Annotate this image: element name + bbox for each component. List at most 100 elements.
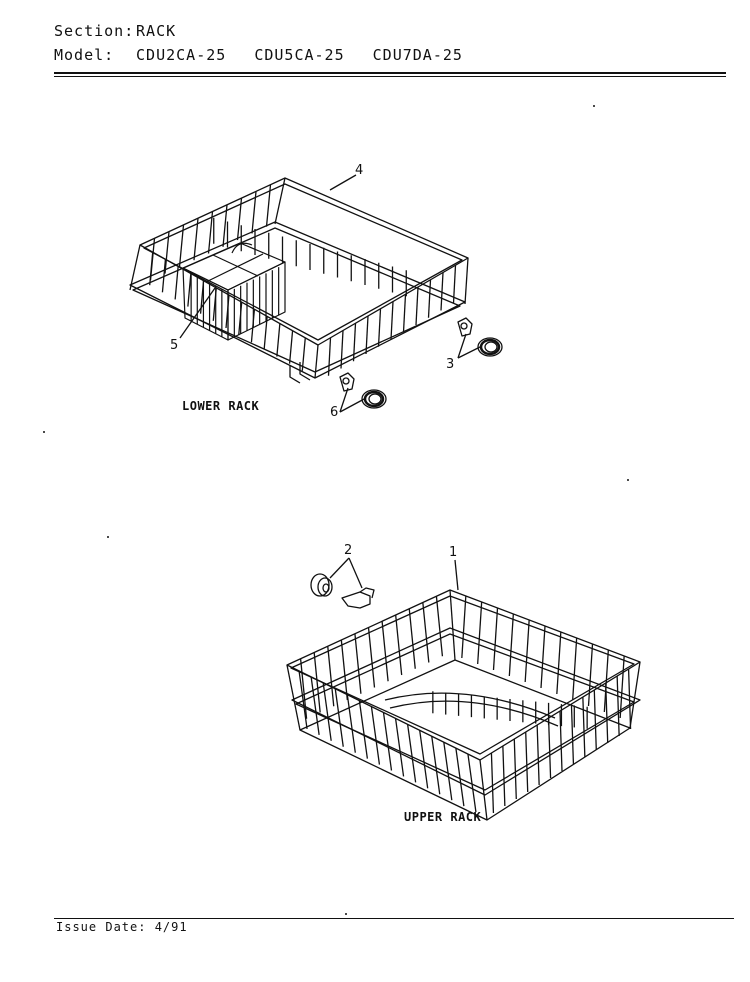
rack-wire — [408, 608, 416, 669]
rack-wire — [570, 703, 575, 765]
rack-wire — [452, 265, 457, 304]
rack-wire — [540, 625, 546, 689]
part-2-adjuster-illustration — [310, 573, 375, 609]
rack-wire — [367, 627, 376, 688]
section-value: RACK — [136, 22, 177, 40]
rack-wire — [435, 596, 444, 657]
rack-wire — [556, 631, 562, 695]
rack-wire — [276, 323, 281, 357]
section-row: Section: RACK — [54, 22, 176, 40]
rack-wire — [427, 279, 432, 318]
callout-1: 1 — [449, 545, 458, 560]
model-number: CDU5CA-25 — [254, 46, 345, 64]
model-number: CDU2CA-25 — [136, 46, 227, 64]
rack-wire — [327, 337, 332, 376]
rack-wire — [382, 712, 393, 771]
rack-wire — [443, 742, 453, 801]
upper-rack-caption: UPPER RACK — [404, 810, 482, 824]
callout-5: 5 — [170, 338, 179, 353]
rack-wire — [193, 218, 199, 261]
rack-wire — [301, 337, 306, 371]
header-rule — [54, 72, 726, 74]
rack-wire — [603, 649, 609, 713]
rack-wire — [422, 602, 430, 663]
rack-wire — [619, 655, 625, 719]
rack-wire — [310, 676, 320, 735]
rack-wire — [394, 718, 405, 777]
rack-wire — [265, 184, 272, 227]
rack-wire — [477, 601, 483, 665]
rack-wire — [358, 700, 369, 759]
callout-6: 6 — [330, 405, 339, 420]
rack-wire — [582, 696, 586, 758]
rack-wire — [440, 272, 444, 311]
model-row: Model: CDU2CA-25 CDU5CA-25 CDU7DA-25 — [54, 46, 481, 64]
rack-wire — [251, 191, 257, 234]
rack-wire — [299, 658, 308, 719]
rack-wire — [419, 730, 429, 789]
lower-rack-illustration — [129, 177, 469, 384]
model-label: Model: — [54, 46, 115, 64]
rack-wire — [616, 675, 620, 737]
rack-wire — [461, 595, 467, 659]
rack-wire — [525, 731, 529, 793]
rack-wire — [490, 752, 495, 814]
rack-wire — [406, 724, 417, 783]
lower-rack-caption: LOWER RACK — [182, 399, 260, 413]
rack-wire — [370, 706, 381, 765]
rack-wire — [178, 224, 185, 267]
rack-wire — [164, 231, 170, 274]
rack-wire — [395, 614, 403, 676]
rack-wire — [572, 637, 578, 701]
rack-wire — [222, 204, 228, 247]
section-label: Section: — [54, 22, 135, 40]
header-rule — [54, 76, 726, 77]
rack-wire — [207, 211, 214, 254]
rack-wire — [390, 301, 394, 340]
rack-wire — [352, 323, 357, 362]
rack-wire — [334, 688, 344, 747]
rack-wire — [627, 668, 632, 730]
callout-3: 3 — [446, 357, 455, 372]
callout-2: 2 — [344, 543, 353, 558]
rack-wire — [492, 607, 499, 671]
rack-wire — [340, 330, 344, 369]
rack-wire — [187, 273, 192, 307]
rack-wire — [402, 294, 407, 333]
rack-wire — [524, 619, 530, 683]
rack-wire — [377, 308, 382, 347]
rack-wire — [415, 286, 419, 326]
rack-wire — [149, 238, 156, 281]
rack-wire — [354, 633, 362, 694]
rack-wire — [236, 198, 243, 241]
rack-wire — [508, 613, 514, 677]
rack-wire — [467, 753, 477, 813]
rack-wire — [502, 745, 506, 807]
rack-wire — [288, 330, 294, 364]
footer-rule — [54, 918, 734, 919]
rack-wire — [346, 694, 356, 753]
rack-wire — [365, 315, 369, 355]
issue-date: Issue Date: 4/91 — [56, 920, 188, 934]
part-3-roller-illustration — [457, 317, 503, 357]
rack-wire — [174, 266, 179, 300]
rack-wire — [161, 259, 167, 293]
rack-wire — [587, 643, 594, 707]
rack-wire — [513, 738, 517, 800]
rack-wire — [381, 621, 389, 682]
rack-wire — [322, 682, 332, 741]
rack-wire — [593, 689, 597, 751]
model-number: CDU7DA-25 — [372, 46, 463, 64]
rack-wire — [313, 652, 321, 713]
rack-wire — [547, 717, 552, 779]
silverware-basket-illustration — [182, 242, 286, 341]
rack-wire — [536, 724, 540, 786]
rack-wire — [559, 710, 563, 772]
upper-rack-illustration — [286, 589, 641, 821]
callout-4: 4 — [355, 163, 364, 178]
rack-wire — [298, 670, 308, 730]
rack-wire — [431, 736, 441, 795]
rack-wire — [455, 748, 465, 807]
rack-wire — [340, 639, 348, 701]
